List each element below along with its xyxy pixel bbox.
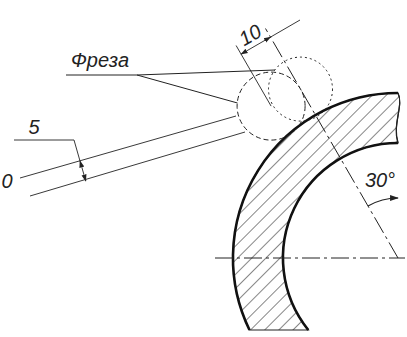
part-section: [233, 93, 400, 330]
leader-line: [137, 70, 275, 75]
dimension-value: 5: [28, 116, 39, 138]
dimension-line: [80, 161, 86, 181]
extension-line: [30, 132, 245, 196]
extension-line: [20, 116, 236, 178]
angle-arc: [368, 198, 398, 206]
axis-line: [266, 29, 399, 259]
leader-line: [137, 75, 238, 103]
dimension-value: 10: [235, 20, 265, 50]
center-line: [215, 258, 405, 259]
break-line: [396, 93, 399, 143]
dimension-line: [271, 20, 301, 37]
dimension-value: 0: [1, 170, 12, 192]
dimension-line: [74, 140, 80, 161]
extension-line: [236, 46, 271, 107]
leader-line: [66, 75, 137, 76]
part-name: Фреза: [71, 49, 129, 71]
angle-value: 30°: [365, 169, 395, 191]
inner-contour: [283, 143, 398, 330]
cutter-circle: [237, 72, 305, 140]
outer-contour: [233, 93, 398, 330]
dimension-shelf: [14, 140, 74, 141]
